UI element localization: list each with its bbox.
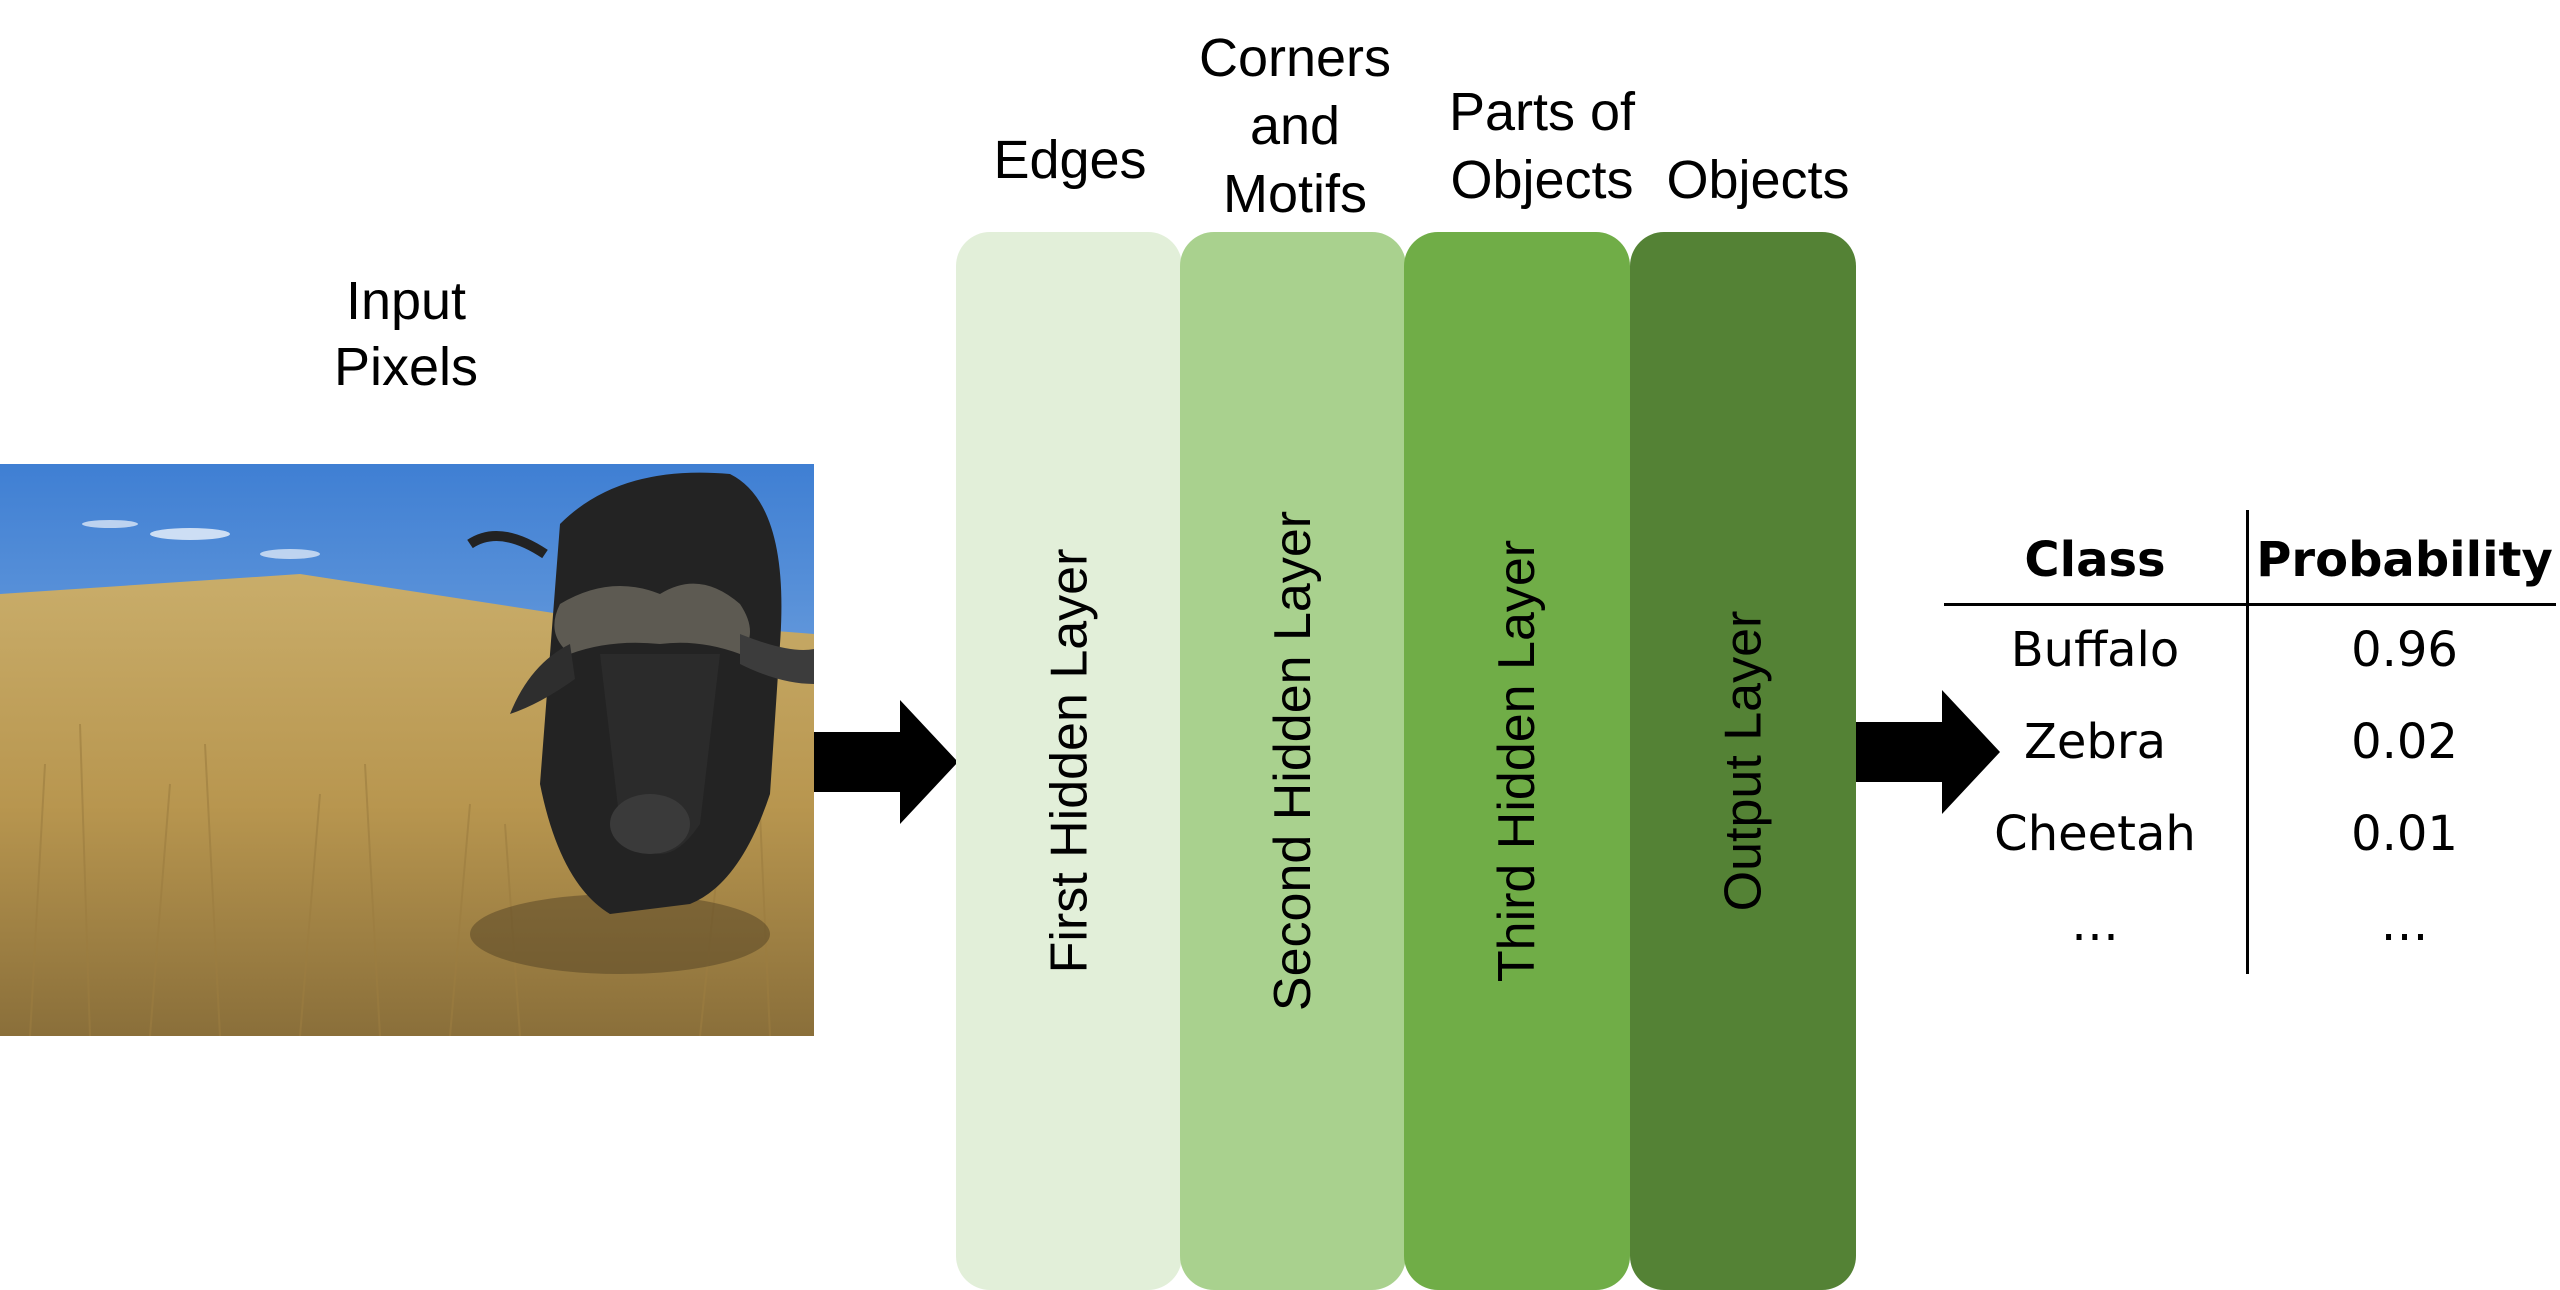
table-cell-class: …	[2071, 896, 2119, 952]
class-probability-table: Class Probability Buffalo 0.96 Zebra 0.0…	[1944, 510, 2560, 974]
first-hidden-layer: First Hidden Layer	[956, 232, 1182, 1290]
output-arrow-icon	[1856, 690, 2000, 814]
layer-label: Third Hidden Layer	[1488, 539, 1547, 983]
table-cell-class: Cheetah	[1994, 806, 2196, 862]
layer-title-edges: Edges	[958, 126, 1182, 194]
output-layer: Output Layer	[1630, 232, 1856, 1290]
table-header-class: Class	[2024, 532, 2166, 588]
layer-title-line: Parts of	[1448, 82, 1636, 142]
table-column-divider	[2246, 510, 2249, 974]
layer-label: Output Layer	[1714, 610, 1772, 912]
input-image-buffalo	[0, 464, 814, 1036]
layer-title-line: Objects	[1666, 150, 1850, 210]
layer-title-line: Motifs	[1222, 164, 1368, 224]
table-cell-class: Buffalo	[2010, 622, 2180, 678]
layer-label: First Hidden Layer	[1040, 548, 1098, 974]
second-hidden-layer: Second Hidden Layer	[1180, 232, 1406, 1290]
table-cell-probability: 0.01	[2351, 806, 2458, 862]
layer-title-corners-motifs: Corners and Motifs	[1182, 24, 1408, 228]
layer-label: Second Hidden Layer	[1264, 510, 1322, 1012]
table-cell-probability: 0.02	[2351, 714, 2458, 770]
table-cell-class: Zebra	[2023, 714, 2167, 770]
input-title-line: Pixels	[333, 337, 479, 397]
table-header-probability: Probability	[2256, 532, 2553, 588]
table-cell-probability: 0.96	[2351, 622, 2458, 678]
layer-title-parts-of-objects: Parts of Objects	[1404, 78, 1680, 214]
input-pixels-title: Input Pixels	[206, 268, 606, 400]
layer-title-line: Corners	[1198, 28, 1392, 88]
layer-title-line: Edges	[993, 130, 1147, 190]
input-arrow-icon	[814, 700, 958, 824]
layer-title-objects: Objects	[1630, 146, 1886, 214]
table-header-divider	[1944, 603, 2556, 606]
input-title-line: Input	[345, 271, 467, 331]
layer-title-line: Objects	[1450, 150, 1634, 210]
third-hidden-layer: Third Hidden Layer	[1404, 232, 1630, 1290]
table-cell-probability: …	[2380, 896, 2429, 952]
layer-title-line: and	[1249, 96, 1341, 156]
